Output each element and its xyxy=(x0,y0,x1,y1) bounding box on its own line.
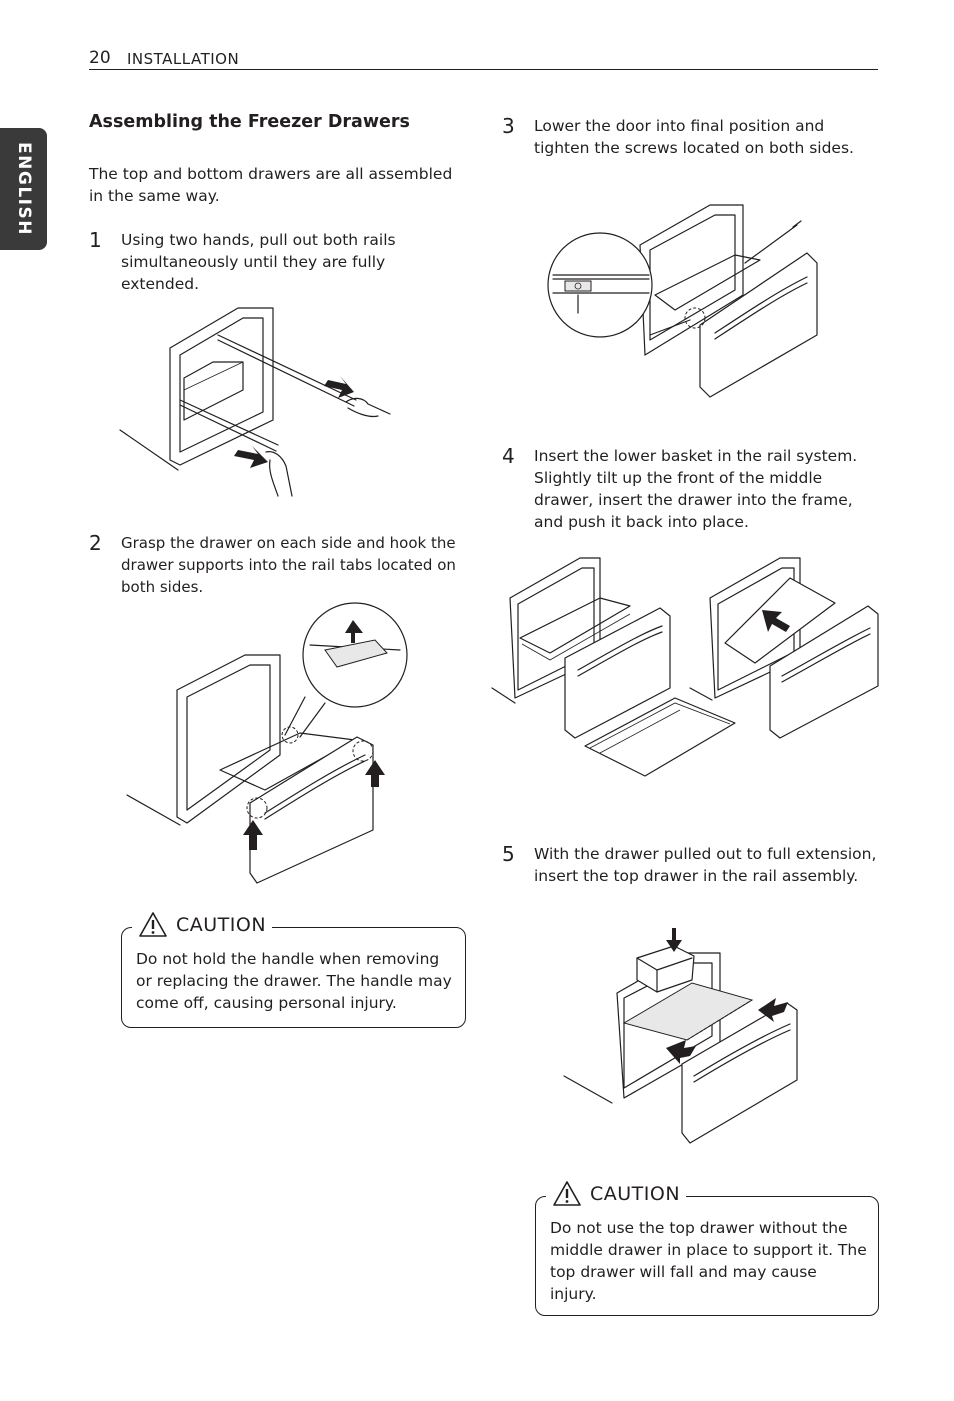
section-title: INSTALLATION xyxy=(127,50,240,68)
caution-label-2: CAUTION xyxy=(590,1182,681,1205)
page-heading: Assembling the Freezer Drawers xyxy=(89,112,410,132)
step-2-illustration xyxy=(126,602,408,884)
caution-header-2: CAUTION xyxy=(546,1180,687,1207)
caution-text-2: Do not use the top drawer without the mi… xyxy=(550,1219,867,1303)
step-3-number: 3 xyxy=(502,114,515,138)
caution-header-1: CAUTION xyxy=(132,911,273,938)
step-2-text: Grasp the drawer on each side and hook t… xyxy=(121,534,456,596)
step-1-number: 1 xyxy=(89,228,102,252)
page-number: 20 xyxy=(89,48,111,68)
warning-triangle-icon xyxy=(139,912,167,937)
step-4-number: 4 xyxy=(502,444,515,468)
step-4-illustration xyxy=(491,557,879,777)
step-4-text: Insert the lower basket in the rail syst… xyxy=(534,447,858,531)
step-5-illustration xyxy=(563,928,798,1144)
caution-box-2: CAUTION Do not use the top drawer withou… xyxy=(535,1180,879,1316)
caution-text-1: Do not hold the handle when removing or … xyxy=(136,950,452,1012)
step-5-number: 5 xyxy=(502,842,515,866)
step-2-number: 2 xyxy=(89,531,102,555)
caution-box-1: CAUTION Do not hold the handle when remo… xyxy=(121,911,466,1028)
step-3-illustration xyxy=(547,204,818,398)
language-tab-label: ENGLISH xyxy=(13,142,34,236)
step-1-illustration xyxy=(119,307,391,497)
step-1-text: Using two hands, pull out both rails sim… xyxy=(121,231,396,293)
intro-text: The top and bottom drawers are all assem… xyxy=(89,165,453,205)
caution-label-1: CAUTION xyxy=(176,913,267,936)
step-5-text: With the drawer pulled out to full exten… xyxy=(534,845,877,885)
step-3-text: Lower the door into final position and t… xyxy=(534,117,854,157)
header-divider xyxy=(89,69,878,70)
language-tab: ENGLISH xyxy=(0,128,47,250)
warning-triangle-icon xyxy=(553,1181,581,1206)
